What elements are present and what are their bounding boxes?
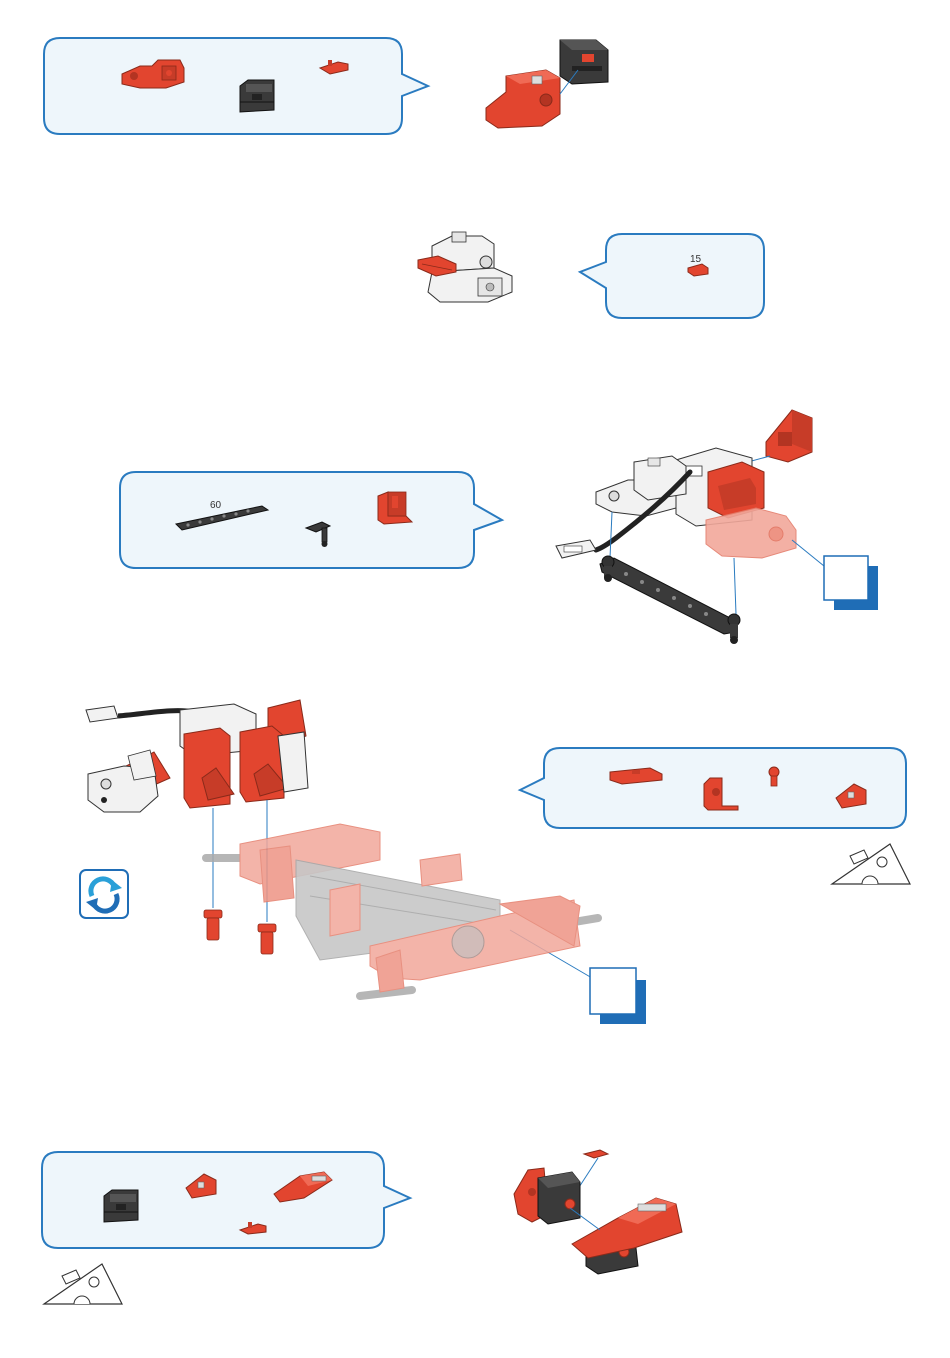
part-length-label-60: 60 <box>210 500 222 511</box>
part-length-label-15: 15 <box>690 254 702 265</box>
